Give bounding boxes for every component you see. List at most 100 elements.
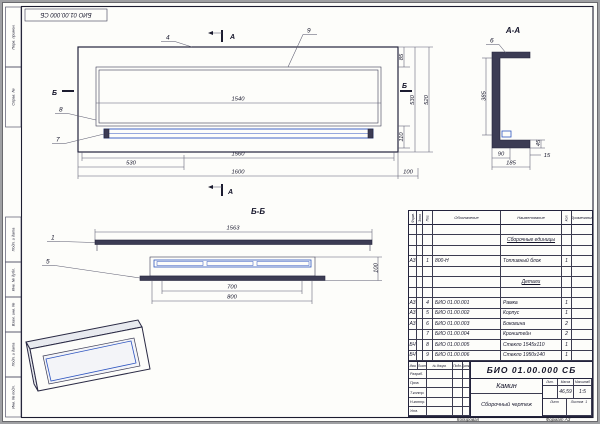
spec-cell xyxy=(572,309,592,320)
document-number: БИО 01.00.000 СБ xyxy=(471,362,592,379)
spec-cell: 1 xyxy=(562,308,572,320)
spec-cell xyxy=(417,340,423,351)
section-aa-profile xyxy=(491,51,531,149)
spec-cell xyxy=(572,330,592,341)
spec-cell xyxy=(417,319,423,330)
spec-cell xyxy=(501,225,562,236)
title-block-signatures: Изм. Лист № докум. Подп. Дата Разраб. Пр… xyxy=(409,362,471,417)
spec-cell xyxy=(433,235,501,246)
spec-cell xyxy=(572,235,592,246)
spec-row xyxy=(409,225,592,236)
frame-profile xyxy=(94,239,373,245)
spec-cell: БИО 01.00.004 xyxy=(433,329,501,341)
dim-1540: 1540 xyxy=(232,97,246,103)
spec-cell xyxy=(572,319,592,330)
tb-cell xyxy=(463,379,470,389)
sheet-label: Лист xyxy=(543,399,567,416)
spec-cell: Топливный блок xyxy=(501,256,562,267)
callout-5: 5 xyxy=(46,259,50,266)
margin-label: Взам. инв. № xyxy=(12,303,16,326)
spec-cell xyxy=(572,298,592,309)
tb-header-cell: Подп. xyxy=(453,362,463,370)
spec-cell xyxy=(501,245,562,257)
tb-cell xyxy=(427,388,453,398)
dim-700: 700 xyxy=(227,285,237,291)
spec-cell xyxy=(417,308,423,320)
dim-1600: 1600 xyxy=(232,170,246,176)
cut-plane-a: А А xyxy=(208,30,235,196)
spec-cell xyxy=(572,288,592,299)
spec-cell xyxy=(409,266,417,278)
spec-cell: 2 xyxy=(562,319,572,330)
spec-cell xyxy=(562,266,572,278)
spec-cell: А3 xyxy=(409,308,417,320)
section-aa: А-А 6 385 90 185 45 15 xyxy=(482,26,551,170)
tb-sign-row: Разраб. xyxy=(409,370,470,380)
spec-cell: Стекло 1545х110 xyxy=(501,340,562,351)
spec-cell xyxy=(423,287,433,299)
sheet-frame xyxy=(20,5,594,419)
spec-cell xyxy=(417,235,423,246)
margin-strips: Перв. примен. Справ. № Подп. и дата Инв.… xyxy=(5,6,22,418)
spec-cell: А3 xyxy=(409,256,417,267)
dim-90: 90 xyxy=(498,152,505,158)
tb-cell xyxy=(453,388,463,398)
tb-cell xyxy=(427,370,453,380)
tb-cell xyxy=(463,370,470,380)
sheets-cell: Листов 1 xyxy=(567,399,592,416)
tb-sign-label: Н.контр. xyxy=(409,397,427,407)
spec-cell xyxy=(572,277,592,288)
document-name: Камин Сборочный чертеж xyxy=(471,379,543,416)
spec-cell xyxy=(417,256,423,267)
dim-100: 100 xyxy=(403,170,413,176)
tb-sign-label: Т.контр. xyxy=(409,388,427,398)
spec-cell: Стекло 1950х140 xyxy=(501,350,562,361)
dim-520: 520 xyxy=(424,94,430,104)
spec-row xyxy=(409,266,592,278)
spec-cell xyxy=(562,245,572,257)
spec-cell: 5 xyxy=(423,308,433,320)
callout-1: 1 xyxy=(51,235,55,242)
spec-cell xyxy=(433,245,501,257)
spec-cell: 800-Н xyxy=(433,256,501,267)
spec-cell xyxy=(562,287,572,299)
tb-cell xyxy=(463,406,470,417)
tb-sign-row: Т.контр. xyxy=(409,388,470,398)
spec-cell xyxy=(572,225,592,236)
dim-385: 385 xyxy=(482,90,488,100)
top-view: 1540 1560 530 1600 100 85 110 530 520 xyxy=(52,28,433,196)
tb-cell xyxy=(453,379,463,389)
title-block-header-row: Изм. Лист № докум. Подп. Дата xyxy=(409,362,470,370)
spec-cell: 1 xyxy=(562,350,572,361)
margin-label: Подп. и дата xyxy=(12,228,16,252)
spec-cell: 1 xyxy=(562,340,572,351)
spec-cell: БИО 01.00.002 xyxy=(433,308,501,320)
callout-6: 6 xyxy=(490,38,494,45)
lit-value xyxy=(543,386,558,399)
spec-cell xyxy=(409,277,417,288)
copy-label: Копировал xyxy=(456,417,480,422)
title-block-meta: Лит. Масса Масштаб 46,59 1:5 Лист Листов… xyxy=(543,379,592,416)
spec-cell: БИО 01.00.006 xyxy=(433,350,501,361)
top-stamp: БИО 01.00.000 СБ xyxy=(24,8,108,22)
spec-cell xyxy=(501,287,562,299)
spec-cell: БЧ xyxy=(409,340,417,351)
spec-row xyxy=(409,287,592,299)
tb-cell xyxy=(427,406,453,417)
sheets-value: 1 xyxy=(585,400,588,404)
spec-cell: Кронштейн xyxy=(501,329,562,341)
margin-label: Инв. № подл. xyxy=(12,385,16,409)
spec-cell: 9 xyxy=(423,350,433,361)
scale-label: Масштаб xyxy=(574,379,592,386)
dim-15: 15 xyxy=(544,153,551,159)
lit-label: Лит. xyxy=(543,379,558,386)
section-bb-title: Б-Б xyxy=(251,207,265,216)
spec-cell xyxy=(562,225,572,236)
spec-cell: 1 xyxy=(562,256,572,267)
tb-cell xyxy=(427,379,453,389)
spec-header-qty: Кол. xyxy=(562,211,572,225)
spec-row-section: Сборочные единицы xyxy=(409,235,592,246)
spec-cell xyxy=(572,246,592,257)
